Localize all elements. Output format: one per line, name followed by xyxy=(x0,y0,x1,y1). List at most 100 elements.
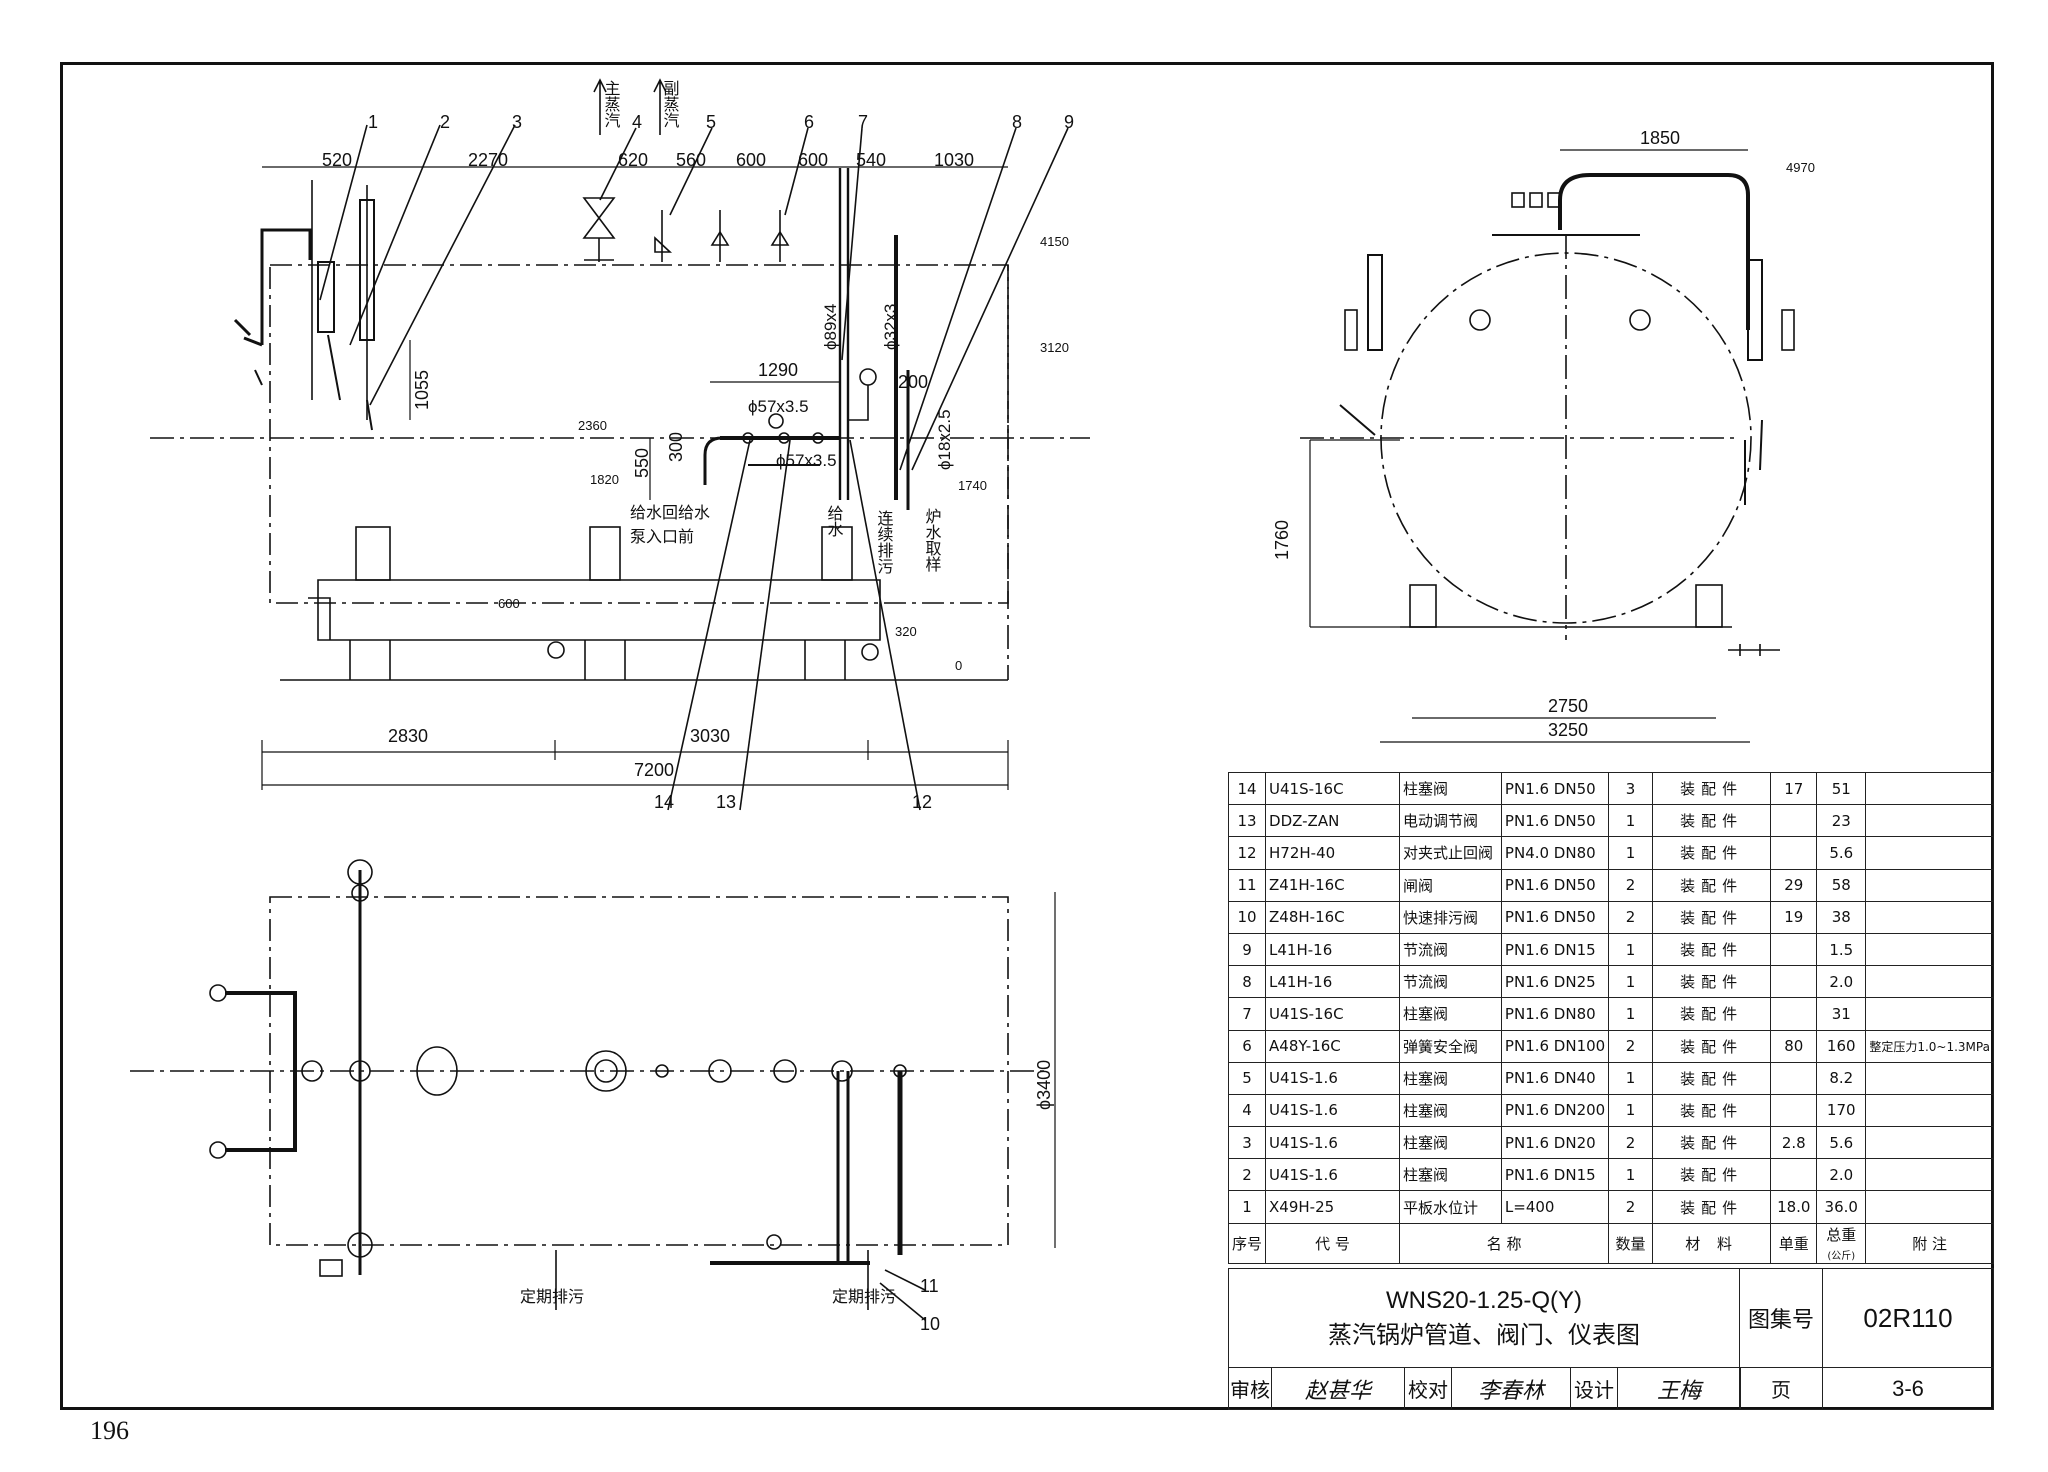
dim-7200: 7200 xyxy=(634,760,674,780)
steam-label-main: 主蒸汽 xyxy=(602,80,621,128)
dim-550: 550 xyxy=(632,448,652,478)
cell-code: U41S-1.6 xyxy=(1265,1126,1400,1160)
cell-code: U41S-1.6 xyxy=(1265,1061,1400,1095)
callout-10: 10 xyxy=(920,1314,940,1334)
dim-1290: 1290 xyxy=(758,360,798,380)
design-label: 设计 xyxy=(1570,1367,1618,1410)
cell-unit_wt: 18.0 xyxy=(1770,1190,1818,1224)
cell-name: 柱塞阀 xyxy=(1398,1126,1502,1160)
cell-name: 柱塞阀 xyxy=(1398,997,1502,1031)
callout-12: 12 xyxy=(912,792,932,812)
cell-name: 电动调节阀 xyxy=(1398,804,1502,838)
elev-5: 600 xyxy=(498,596,520,611)
atlas-number: 02R110 xyxy=(1822,1268,1994,1368)
dim-3030: 3030 xyxy=(690,726,730,746)
note-1: 泵入口前 xyxy=(630,527,694,546)
cell-qty: 3 xyxy=(1608,771,1653,806)
cell-no: 6 xyxy=(1227,1029,1267,1063)
reviewer-signature: 赵甚华 xyxy=(1271,1367,1405,1410)
cell-material: 装配件 xyxy=(1651,997,1772,1031)
plan-dia: ϕ3400 xyxy=(1034,1060,1054,1110)
cell-unit_wt xyxy=(1770,965,1818,999)
cell-material: 装配件 xyxy=(1651,1190,1772,1224)
cell-total_wt: 58 xyxy=(1816,868,1867,902)
hdr-note: 附 注 xyxy=(1865,1222,1994,1264)
cell-material: 装配件 xyxy=(1651,1126,1772,1160)
cell-code: Z41H-16C xyxy=(1265,868,1400,902)
dim-top-6: 540 xyxy=(856,150,886,170)
cell-unit_wt xyxy=(1770,932,1818,967)
boiler-base xyxy=(317,579,881,641)
cell-note xyxy=(1865,1126,1994,1160)
cell-code: Z48H-16C xyxy=(1265,900,1400,934)
title-block: WNS20-1.25-Q(Y) 蒸汽锅炉管道、阀门、仪表图 图集号 02R110… xyxy=(1228,1268,1994,1410)
hdr-unit-wt: 单重 xyxy=(1770,1222,1818,1264)
cell-no: 14 xyxy=(1227,771,1267,806)
cell-total_wt: 8.2 xyxy=(1816,1061,1867,1095)
cell-spec: PN1.6 DN50 xyxy=(1500,771,1610,806)
cell-note xyxy=(1865,868,1994,902)
cell-no: 1 xyxy=(1227,1190,1267,1224)
callout-5: 5 xyxy=(706,112,716,132)
cell-spec: PN1.6 DN50 xyxy=(1500,900,1610,934)
designer-signature: 王梅 xyxy=(1617,1367,1741,1410)
cell-material: 装配件 xyxy=(1651,965,1772,999)
cell-total_wt: 170 xyxy=(1816,1093,1867,1128)
callout-11: 11 xyxy=(920,1276,939,1296)
cell-note xyxy=(1865,804,1994,838)
callout-7: 7 xyxy=(858,112,868,132)
cell-no: 2 xyxy=(1227,1158,1267,1192)
hdr-material: 材 料 xyxy=(1651,1222,1772,1264)
cell-total_wt: 5.6 xyxy=(1816,1126,1867,1160)
cell-total_wt: 23 xyxy=(1816,804,1867,838)
plan-note-1: 定期排污 xyxy=(832,1287,896,1306)
hdr-code: 代 号 xyxy=(1265,1222,1400,1264)
hdr-qty: 数量 xyxy=(1608,1222,1653,1264)
callout-1: 1 xyxy=(368,112,378,132)
title-cell: WNS20-1.25-Q(Y) 蒸汽锅炉管道、阀门、仪表图 xyxy=(1228,1268,1740,1368)
main-steam-valve xyxy=(582,197,616,239)
cell-qty: 2 xyxy=(1608,1029,1653,1063)
elev-3: 1820 xyxy=(590,472,619,487)
page-number: 196 xyxy=(90,1416,129,1445)
pipe-label-0: ϕ89x4 xyxy=(821,304,840,350)
cell-note xyxy=(1865,1061,1994,1095)
cell-qty: 2 xyxy=(1608,868,1653,902)
drawing-title: 蒸汽锅炉管道、阀门、仪表图 xyxy=(1328,1320,1640,1349)
cell-spec: PN1.6 DN50 xyxy=(1500,868,1610,902)
dim-200: 200 xyxy=(898,372,928,392)
cell-spec: PN1.6 DN25 xyxy=(1500,965,1610,999)
cell-unit_wt: 29 xyxy=(1770,868,1818,902)
cell-material: 装配件 xyxy=(1651,868,1772,902)
cell-name: 柱塞阀 xyxy=(1398,1093,1502,1128)
side-dim-3250: 3250 xyxy=(1548,720,1588,740)
cell-total_wt: 38 xyxy=(1816,900,1867,934)
cell-note xyxy=(1865,771,1994,806)
note-2: 给水 xyxy=(825,505,844,537)
side-view xyxy=(1300,149,1795,743)
cell-code: L41H-16 xyxy=(1265,965,1400,999)
cell-note xyxy=(1865,932,1994,967)
cell-no: 10 xyxy=(1227,900,1267,934)
cell-unit_wt: 17 xyxy=(1770,771,1818,806)
cell-code: A48Y-16C xyxy=(1265,1029,1400,1063)
cell-no: 4 xyxy=(1227,1093,1267,1128)
cell-material: 装配件 xyxy=(1651,932,1772,967)
cell-total_wt: 160 xyxy=(1816,1029,1867,1063)
checker-signature: 李春林 xyxy=(1451,1367,1571,1410)
elev-2: 2360 xyxy=(578,418,607,433)
cell-unit_wt xyxy=(1770,1093,1818,1128)
cell-unit_wt xyxy=(1770,1158,1818,1192)
cell-total_wt: 51 xyxy=(1816,771,1867,806)
cell-code: U41S-16C xyxy=(1265,771,1400,806)
elev-0: 4150 xyxy=(1040,234,1069,249)
cell-note: 整定压力1.0~1.3MPa xyxy=(1865,1029,1994,1063)
callout-8: 8 xyxy=(1012,112,1022,132)
cell-qty: 1 xyxy=(1608,1061,1653,1095)
dim-top-4: 600 xyxy=(736,150,766,170)
